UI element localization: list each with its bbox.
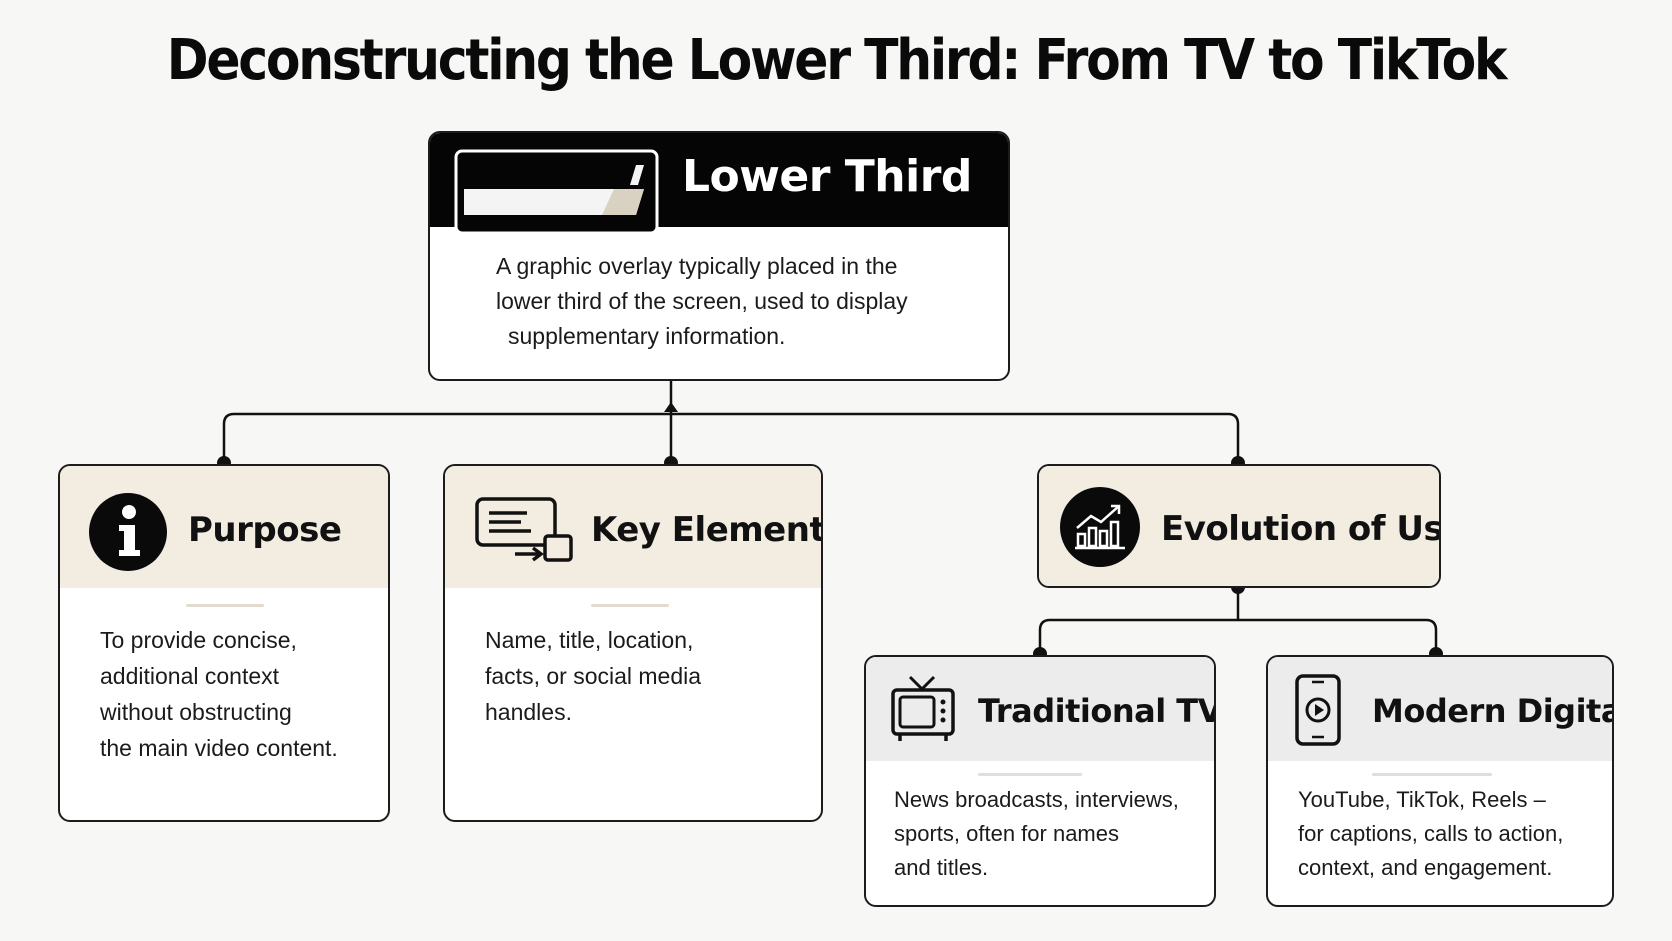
evolution-title: Evolution of Use <box>1161 509 1441 549</box>
lower-third-header: Lower Third <box>430 133 1008 235</box>
key-elements-description: Name, title, location, facts, or social … <box>485 622 701 730</box>
key-elements-title: Key Elements <box>591 510 823 550</box>
key-elements-card: Key Elements Name, title, location, fact… <box>443 464 823 822</box>
connector-to-digital <box>1425 618 1438 654</box>
description-line: sports, often for names <box>894 821 1119 846</box>
lower-third-description: A graphic overlay typically placed in th… <box>496 249 908 354</box>
smartphone-play-icon <box>1294 673 1342 752</box>
description-line: To provide concise, <box>100 627 297 653</box>
modern-digital-description: YouTube, TikTok, Reels – for captions, c… <box>1298 783 1563 885</box>
description-line: without obstructing <box>100 699 292 725</box>
evolution-card: Evolution of Use <box>1037 464 1441 588</box>
purpose-header: Purpose <box>60 466 388 588</box>
evolution-header: Evolution of Use <box>1039 466 1441 586</box>
modern-digital-card: Modern Digital YouTube, TikTok, Reels – … <box>1266 655 1614 907</box>
description-line: Name, title, location, <box>485 627 694 653</box>
purpose-description: To provide concise, additional context w… <box>100 622 338 766</box>
description-line: for captions, calls to action, <box>1298 821 1564 846</box>
description-line: supplementary information. <box>508 323 786 349</box>
diagram-title: Deconstructing the Lower Third: From TV … <box>166 28 1508 93</box>
lower-third-title: Lower Third <box>682 151 972 202</box>
description-line: A graphic overlay typically placed in th… <box>496 253 898 279</box>
connector-horizontal <box>222 412 235 463</box>
traditional-tv-card: Traditional TV News broadcasts, intervie… <box>864 655 1216 907</box>
description-line: handles. <box>485 699 572 725</box>
traditional-tv-header: Traditional TV <box>866 657 1214 761</box>
connector-arrow-up <box>664 402 678 412</box>
description-line: and titles. <box>894 855 989 880</box>
description-line: News broadcasts, interviews, <box>894 787 1179 812</box>
description-line: lower third of the screen, used to displ… <box>496 288 908 314</box>
lower-third-graphic-icon <box>454 149 659 240</box>
divider <box>186 604 264 607</box>
lower-third-card: Lower Third A graphic overlay typically … <box>428 131 1010 381</box>
traditional-tv-description: News broadcasts, interviews, sports, oft… <box>894 783 1179 885</box>
info-icon <box>88 492 168 577</box>
text-elements-icon <box>475 496 575 567</box>
modern-digital-title: Modern Digital <box>1372 692 1614 730</box>
purpose-title: Purpose <box>188 510 342 550</box>
purpose-card: Purpose To provide concise, additional c… <box>58 464 390 822</box>
description-line: YouTube, TikTok, Reels – <box>1298 787 1546 812</box>
description-line: the main video content. <box>100 735 338 761</box>
divider <box>978 773 1082 776</box>
traditional-tv-title: Traditional TV <box>978 692 1216 730</box>
growth-chart-icon <box>1059 486 1141 573</box>
television-icon <box>890 673 956 750</box>
description-line: facts, or social media <box>485 663 702 689</box>
connector-to-tv <box>1038 618 1051 654</box>
divider <box>1372 773 1492 776</box>
description-line: context, and engagement. <box>1298 855 1553 880</box>
divider <box>591 604 669 607</box>
modern-digital-header: Modern Digital <box>1268 657 1612 761</box>
description-line: additional context <box>100 663 280 689</box>
connector-to-evolution <box>234 412 1240 463</box>
key-elements-header: Key Elements <box>445 466 821 588</box>
